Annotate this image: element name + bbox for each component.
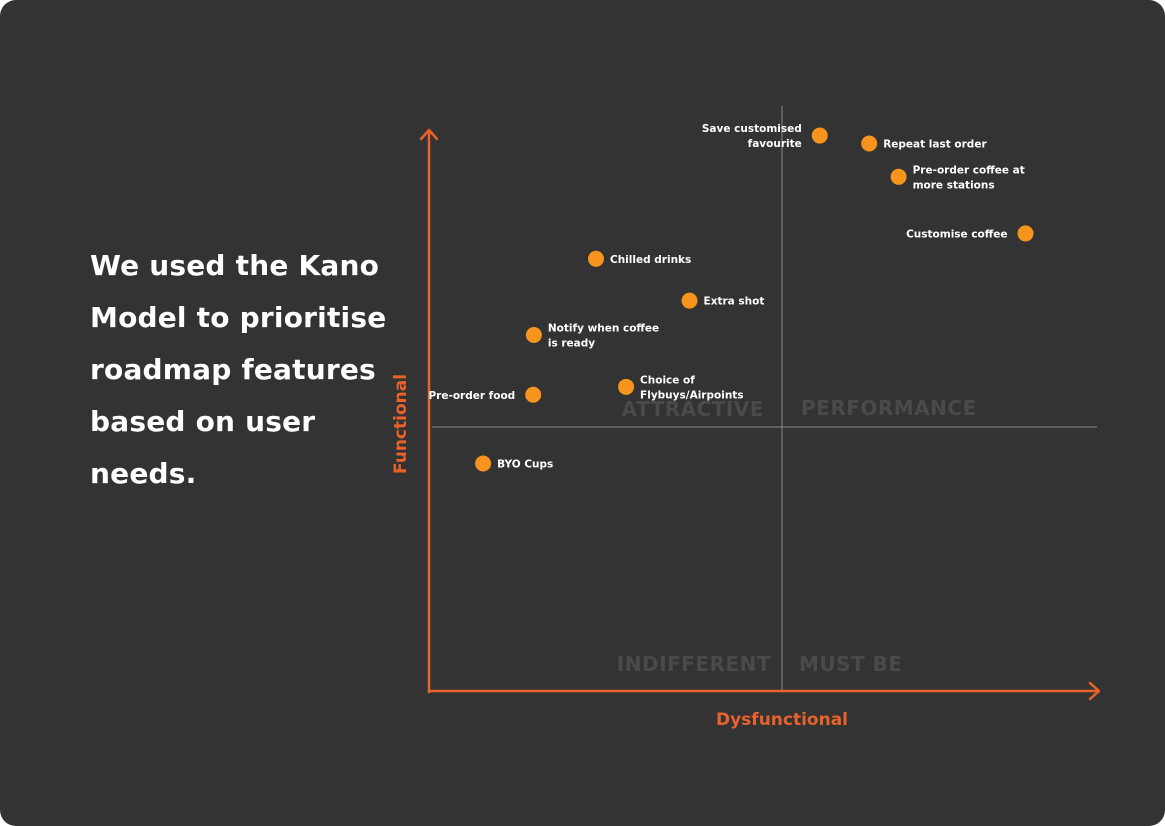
point-label-pre-order-food: Pre-order food: [428, 390, 515, 402]
point-save-customised-favourite: [811, 127, 828, 144]
y-axis-arrow-icon: [419, 128, 439, 141]
point-label-extra-shot: Extra shot: [704, 296, 765, 308]
point-notify-when-coffee-is-ready: [525, 326, 542, 343]
point-chilled-drinks: [588, 250, 604, 267]
point-label-repeat-last-order: Repeat last order: [883, 138, 987, 150]
point-pre-order-coffee-at-more-stations: [890, 168, 907, 185]
point-extra-shot: [681, 292, 698, 309]
quadrant-label-must-be: MUST BE: [799, 652, 903, 676]
point-label-chilled-drinks: Chilled drinks: [610, 254, 691, 266]
quadrant-label-performance: PERFORMANCE: [801, 396, 977, 420]
quadrant-label-indifferent: INDIFFERENT: [617, 652, 771, 676]
point-pre-order-food: [525, 386, 542, 403]
x-axis-title: Dysfunctional: [716, 710, 848, 730]
axes: Dysfunctional Functional: [391, 128, 1101, 730]
point-byo-cups: [475, 455, 492, 472]
point-customise-coffee: [1017, 225, 1034, 242]
point-label-byo-cups: BYO Cups: [497, 459, 553, 471]
point-choice-of-flybuys-airpoints: [618, 378, 635, 395]
quadrant-label-attractive: ATTRACTIVE: [622, 397, 764, 421]
quadrant-dividers: [432, 106, 1097, 692]
point-repeat-last-order: [861, 135, 878, 152]
quadrant-labels: ATTRACTIVE PERFORMANCE INDIFFERENT MUST …: [617, 396, 977, 676]
x-axis-arrow-icon: [1088, 681, 1101, 701]
headline: We used the Kano Model to prioritise roa…: [90, 249, 387, 490]
y-axis-title: Functional: [391, 374, 411, 474]
point-label-customise-coffee: Customise coffee: [906, 228, 1007, 240]
